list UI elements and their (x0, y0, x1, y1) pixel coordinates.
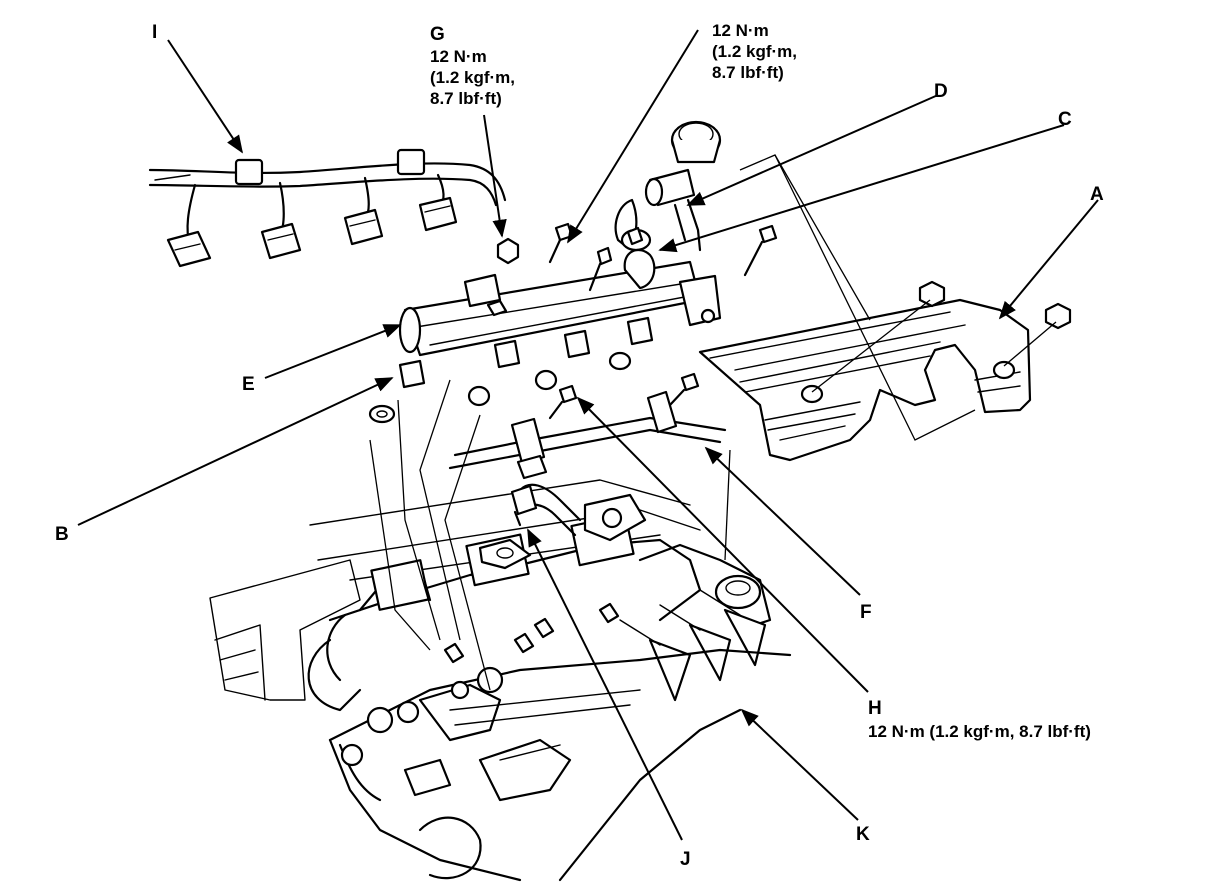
callout-f: F (860, 602, 872, 623)
callout-g: G (430, 24, 445, 45)
fuel-rail (368, 260, 722, 424)
torque-spec-g: 12 N·m (1.2 kgf·m, 8.7 lbf·ft) (430, 47, 515, 108)
torque-g-line-1: 12 N·m (430, 47, 487, 66)
fuel-lines (448, 390, 727, 570)
callout-i: I (152, 22, 157, 43)
callout-c: C (1058, 109, 1072, 130)
callout-j: J (680, 849, 691, 870)
torque-spec-top-bolt: 12 N·m (1.2 kgf·m, 8.7 lbf·ft) (712, 21, 797, 82)
torque-top-line-2: (1.2 kgf·m, (712, 42, 797, 61)
leader-lines (77, 29, 1099, 841)
callout-b: B (55, 524, 69, 545)
torque-top-line-1: 12 N·m (712, 21, 769, 40)
torque-g-line-3: 8.7 lbf·ft) (430, 89, 502, 108)
callout-a: A (1090, 184, 1104, 205)
torque-top-line-3: 8.7 lbf·ft) (712, 63, 784, 82)
guide-lines (369, 154, 976, 691)
engine-block (209, 479, 792, 882)
torque-spec-h: 12 N·m (1.2 kgf·m, 8.7 lbf·ft) (868, 722, 1091, 741)
callout-labels: I G D C A E B F H J K (55, 22, 1104, 870)
callout-e: E (242, 374, 255, 395)
fuel-pressure-regulator (614, 120, 722, 290)
wire-harness (148, 148, 507, 268)
callout-d: D (934, 81, 948, 102)
torque-g-line-2: (1.2 kgf·m, (430, 68, 515, 87)
engine-cover (698, 280, 1072, 462)
callout-k: K (856, 824, 870, 845)
callout-h: H (868, 698, 882, 719)
